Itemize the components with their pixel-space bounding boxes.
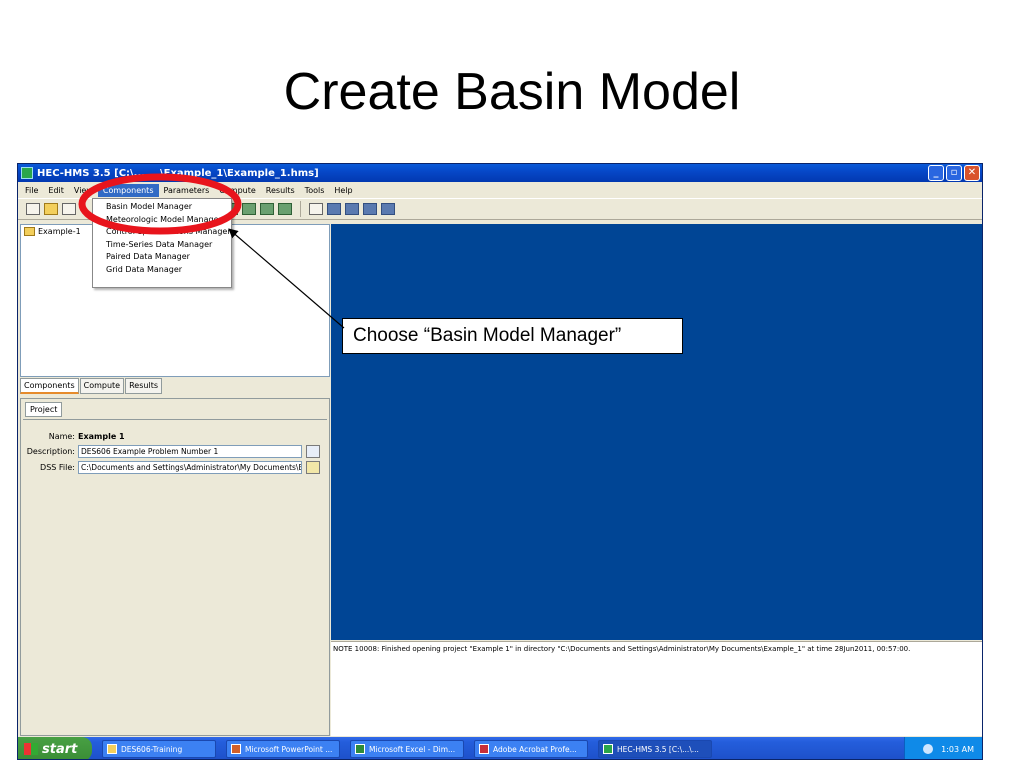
window-controls: _ ▫ ✕ xyxy=(928,165,980,181)
menu-item-grid-data-manager[interactable]: Grid Data Manager xyxy=(106,264,183,274)
clock[interactable]: 1:03 AM xyxy=(941,744,974,754)
log-message: NOTE 10008: Finished opening project "Ex… xyxy=(333,645,911,653)
browse-folder-icon[interactable] xyxy=(306,461,320,474)
compute-icon[interactable] xyxy=(309,203,323,215)
folder-icon xyxy=(24,227,35,236)
menu-compute[interactable]: Compute xyxy=(219,185,256,195)
menu-item-meteorologic-model-manager[interactable]: Meteorologic Model Manager xyxy=(106,214,222,224)
acrobat-icon xyxy=(479,744,489,754)
tree-node-label: Example-1 xyxy=(38,227,81,236)
menu-item-paired-data-manager[interactable]: Paired Data Manager xyxy=(106,252,190,262)
folder-icon xyxy=(107,744,117,754)
minimize-button[interactable]: _ xyxy=(928,165,944,181)
description-label: Description: xyxy=(26,447,75,456)
taskbar-item-powerpoint[interactable]: Microsoft PowerPoint ... xyxy=(226,740,340,758)
start-label: start xyxy=(42,741,78,757)
basin-map-area[interactable] xyxy=(331,224,982,640)
hec-hms-icon xyxy=(603,744,613,754)
menu-results[interactable]: Results xyxy=(265,185,295,195)
description-field[interactable]: DES606 Example Problem Number 1 xyxy=(78,445,302,458)
tab-compute[interactable]: Compute xyxy=(79,378,125,394)
summary-table-icon[interactable] xyxy=(345,203,359,215)
menubar: File Edit View Components Parameters Com… xyxy=(18,182,982,198)
taskbar-item-label: Microsoft Excel - Dim... xyxy=(369,744,456,754)
slide-title: Create Basin Model xyxy=(283,63,741,121)
graph-icon[interactable] xyxy=(327,203,341,215)
new-file-icon[interactable] xyxy=(26,203,40,215)
save-icon[interactable] xyxy=(62,203,76,215)
taskbar-item-label: Microsoft PowerPoint ... xyxy=(245,744,333,754)
app-screenshot: HEC-HMS 3.5 [C:\... ...\Example_1\Exampl… xyxy=(17,163,983,760)
menu-item-basin-model-manager[interactable]: Basin Model Manager xyxy=(106,202,193,211)
add-reach-icon[interactable] xyxy=(260,203,274,215)
taskbar-item-label: DES606-Training xyxy=(121,744,183,754)
taskbar-item-hec-hms[interactable]: HEC-HMS 3.5 [C:\...\... xyxy=(598,740,712,758)
start-button[interactable]: start xyxy=(18,737,92,759)
menu-item-time-series-data-manager[interactable]: Time-Series Data Manager xyxy=(106,239,213,249)
open-folder-icon[interactable] xyxy=(44,203,58,215)
powerpoint-icon xyxy=(231,744,241,754)
menu-help[interactable]: Help xyxy=(334,185,353,195)
time-series-table-icon[interactable] xyxy=(363,203,377,215)
maximize-button[interactable]: ▫ xyxy=(946,165,962,181)
menu-view[interactable]: View xyxy=(73,185,93,195)
menu-tools[interactable]: Tools xyxy=(304,185,325,195)
explorer-tabs: Components Compute Results xyxy=(20,378,162,394)
dss-file-label: DSS File: xyxy=(40,463,75,472)
tab-components[interactable]: Components xyxy=(20,378,79,394)
taskbar-item-explorer[interactable]: DES606-Training xyxy=(102,740,216,758)
components-menu-dropdown: Basin Model Manager Meteorologic Model M… xyxy=(92,198,232,288)
add-diversion-icon[interactable] xyxy=(242,203,256,215)
menu-components[interactable]: Components xyxy=(97,183,159,197)
menu-file[interactable]: File xyxy=(25,185,39,195)
taskbar-item-label: HEC-HMS 3.5 [C:\...\... xyxy=(617,744,699,754)
project-properties: Name: Example 1 Description: DES606 Exam… xyxy=(23,419,327,733)
taskbar-item-label: Adobe Acrobat Profe... xyxy=(493,744,577,754)
tree-node-project[interactable]: Example-1 xyxy=(24,227,81,236)
menu-item-control-specifications-manager[interactable]: Control Specifications Manager xyxy=(106,227,231,237)
taskbar-item-acrobat[interactable]: Adobe Acrobat Profe... xyxy=(474,740,588,758)
windows-taskbar: start DES606-Training Microsoft PowerPoi… xyxy=(18,737,982,759)
results-icon[interactable] xyxy=(381,203,395,215)
taskbar-item-excel[interactable]: Microsoft Excel - Dim... xyxy=(350,740,464,758)
excel-icon xyxy=(355,744,365,754)
hec-hms-app-icon xyxy=(21,167,33,179)
name-label: Name: xyxy=(48,432,75,441)
dss-file-field[interactable]: C:\Documents and Settings\Administrator\… xyxy=(78,461,302,474)
system-tray: 1:03 AM xyxy=(904,737,982,759)
project-properties-panel: Project Name: Example 1 Description: DES… xyxy=(20,398,330,736)
close-button[interactable]: ✕ xyxy=(964,165,980,181)
toolbar-separator xyxy=(300,201,301,217)
add-sink-icon[interactable] xyxy=(278,203,292,215)
network-icon[interactable] xyxy=(923,744,934,754)
window-title: HEC-HMS 3.5 [C:\... ...\Example_1\Exampl… xyxy=(37,167,319,179)
menu-edit[interactable]: Edit xyxy=(48,185,64,195)
project-name-value: Example 1 xyxy=(78,432,125,441)
tab-results[interactable]: Results xyxy=(125,378,162,394)
windows-logo-icon xyxy=(24,743,38,755)
instruction-callout: Choose “Basin Model Manager” xyxy=(342,318,683,354)
tab-project[interactable]: Project xyxy=(25,402,63,417)
window-titlebar[interactable]: HEC-HMS 3.5 [C:\... ...\Example_1\Exampl… xyxy=(18,164,982,182)
menu-parameters[interactable]: Parameters xyxy=(163,185,210,195)
message-log: NOTE 10008: Finished opening project "Ex… xyxy=(331,641,982,736)
description-editor-icon[interactable] xyxy=(306,445,320,458)
